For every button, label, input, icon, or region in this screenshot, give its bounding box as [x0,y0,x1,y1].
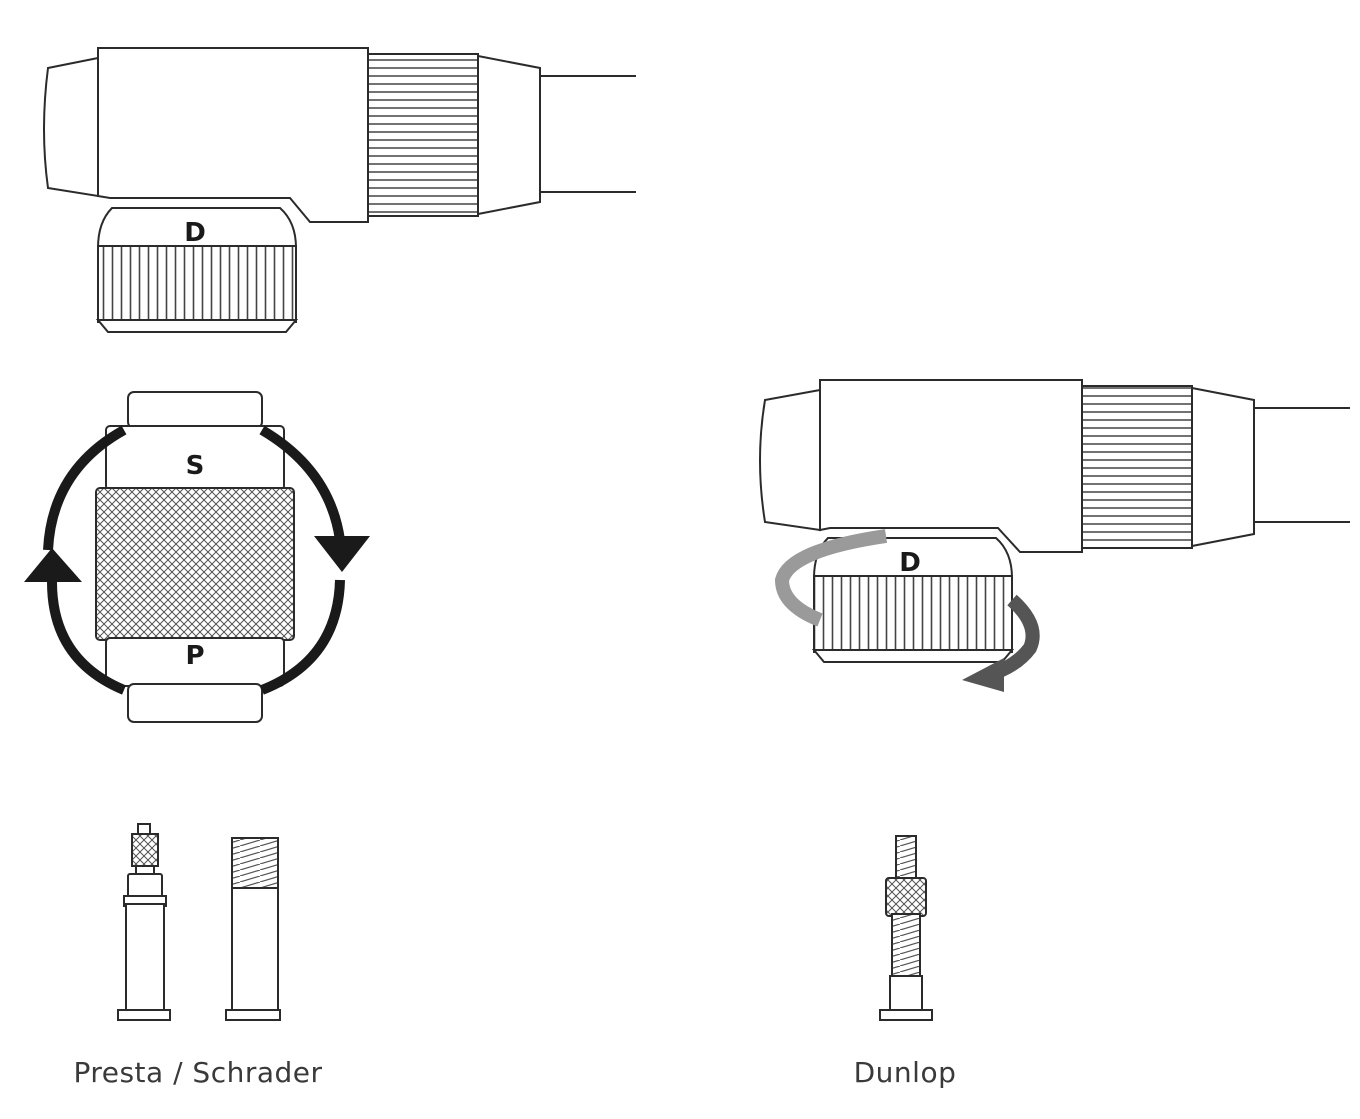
circular-arrows-icon [24,425,370,695]
presta-valve-icon [117,823,171,1021]
dial-right-mode-label: D [899,548,921,578]
dunlop-valve-icon [879,835,933,1021]
dial-top: D [95,207,299,333]
caption-dunlop: Dunlop [854,1056,957,1089]
dial-right: D [811,537,1015,663]
inflator-head-right [759,379,1350,553]
schrader-valve-icon [225,837,281,1021]
mode-s-label: S [186,451,205,481]
dial-top-mode-label: D [184,218,206,248]
twist-arrow-icon [774,529,1040,692]
caption-presta-schrader: Presta / Schrader [73,1056,322,1089]
inflator-head-top [43,47,636,223]
mode-p-label: P [185,641,204,671]
mode-selector: S P [95,391,295,723]
